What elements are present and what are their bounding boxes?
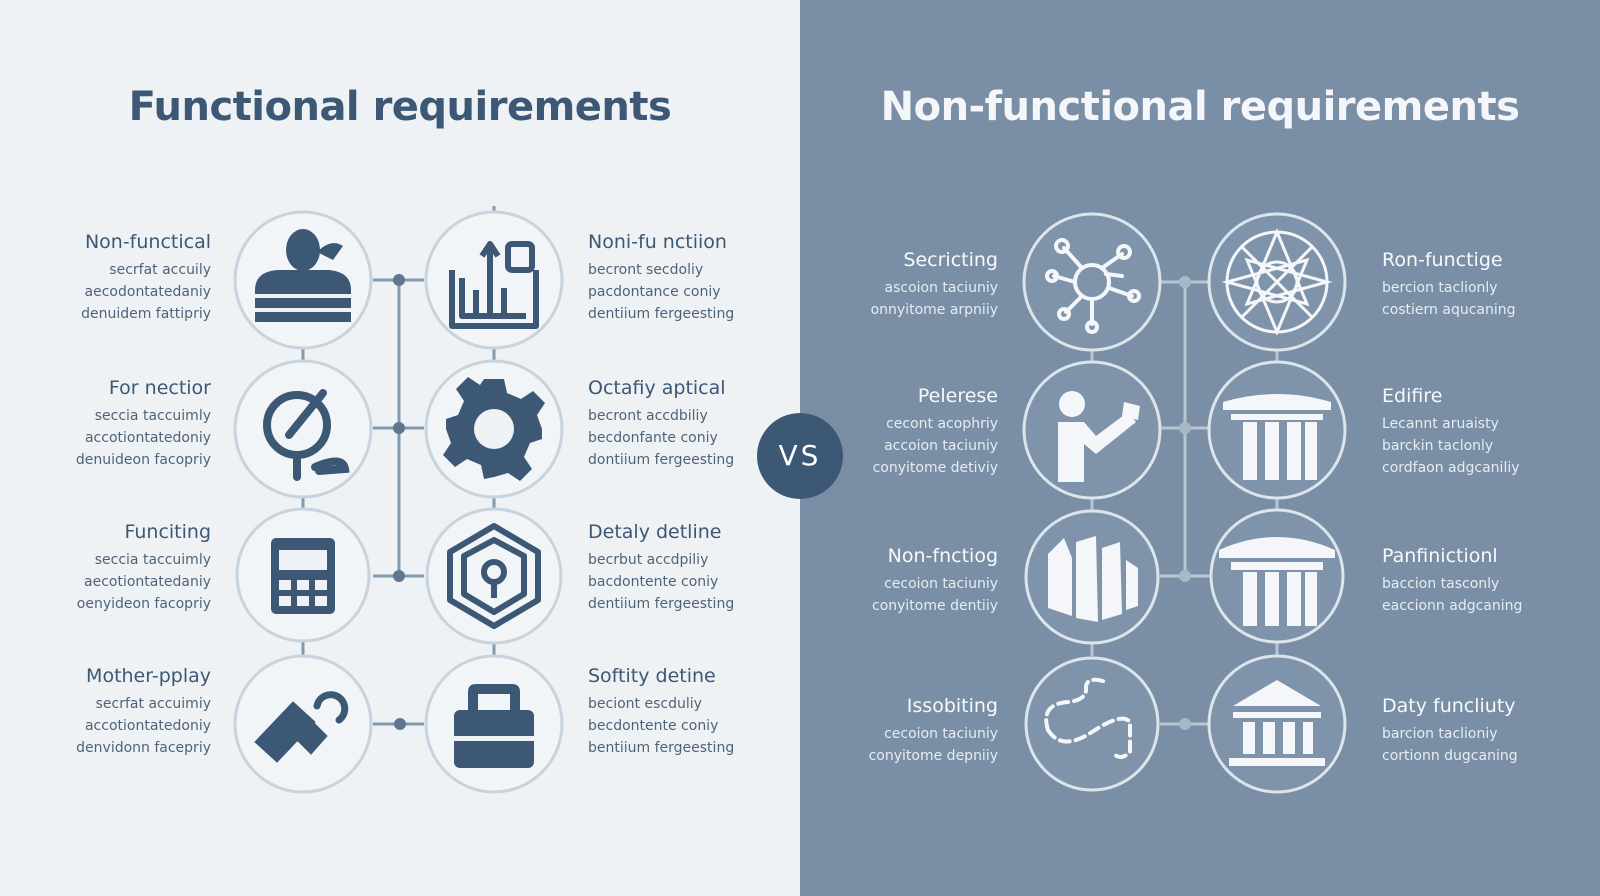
right-node-2 xyxy=(1179,422,1191,434)
label-heading: Non-fnctiog xyxy=(887,545,998,567)
label-heading: Secricting xyxy=(903,249,998,271)
right-node-3 xyxy=(1179,570,1191,582)
label-line: bacdontente coniy xyxy=(588,574,719,591)
label-heading: Edifire xyxy=(1382,385,1443,407)
label-line: cortionn dugcaning xyxy=(1382,748,1518,765)
left-inner-label-2: Octafiy aptical becront accdbiliy becdon… xyxy=(588,374,788,472)
non-functional-panel xyxy=(800,0,1600,896)
right-inner-circle-1 xyxy=(1022,212,1162,352)
label-line: becdonfante coniy xyxy=(588,430,718,447)
left-outer-circle-2 xyxy=(233,359,373,499)
left-node-2 xyxy=(393,422,405,434)
label-line: barcion taclioniy xyxy=(1382,726,1498,743)
label-line: denvidonn facepriy xyxy=(76,739,211,756)
left-node-3 xyxy=(393,570,405,582)
label-line: secrfat accuimiy xyxy=(95,696,211,713)
label-line: ascoion taciuniy xyxy=(884,280,999,297)
label-line: cecont acophriy xyxy=(886,416,998,433)
right-inner-label-4: Issobiting cecoion taciuniy conyitome de… xyxy=(798,692,998,768)
right-node-4 xyxy=(1179,718,1191,730)
left-inner-label-1: Noni-fu nctiion becront secdoliy pacdont… xyxy=(588,228,788,326)
label-line: baccion tasconly xyxy=(1382,576,1500,593)
label-line: pacdontance coniy xyxy=(588,284,721,301)
label-heading: Issobiting xyxy=(906,695,998,717)
label-line: denuideon facopriy xyxy=(75,451,211,468)
label-line: cecoion taciuniy xyxy=(884,726,998,743)
label-line: conyitome dentiiy xyxy=(872,598,998,615)
left-inner-label-3: Detaly detline becrbut accdpiliy bacdont… xyxy=(588,518,788,616)
label-heading: Panfinictionl xyxy=(1382,545,1498,567)
left-inner-label-4: Softity detine beciont escduliy becdonte… xyxy=(588,662,788,760)
label-line: seccia taccuimly xyxy=(94,408,211,425)
left-outer-label-1: Non-functical secrfat accuily aecodontat… xyxy=(11,228,211,326)
label-heading: Pelerese xyxy=(917,385,998,407)
right-connectors xyxy=(1090,280,1279,726)
right-outer-label-4: Daty funcliuty barcion taclioniy cortion… xyxy=(1382,692,1582,768)
label-heading: Funciting xyxy=(124,521,211,543)
label-line: aecodontatedaniy xyxy=(84,284,211,301)
functional-title: Functional requirements xyxy=(128,84,672,130)
label-line: denuidem fattipriy xyxy=(81,305,211,322)
label-line: accotiontatedoniy xyxy=(84,718,211,735)
label-heading: Noni-fu nctiion xyxy=(588,231,727,253)
left-node-4 xyxy=(394,718,406,730)
right-inner-label-1: Secricting ascoion taciuniy onnyitome ar… xyxy=(798,246,998,322)
label-line: costiern aqucaning xyxy=(1382,302,1516,319)
label-line: cecoion taciuniy xyxy=(884,576,998,593)
label-line: eaccionn adgcaning xyxy=(1382,598,1523,615)
label-line: barckin taclonly xyxy=(1382,438,1494,455)
right-inner-circle-2 xyxy=(1022,360,1162,500)
left-node-1 xyxy=(393,274,405,286)
label-line: accotiontatedoniy xyxy=(84,430,211,447)
label-line: dontiium fergeesting xyxy=(588,451,735,468)
label-line: becront secdoliy xyxy=(588,262,704,279)
right-outer-label-2: Edifire Lecannt aruaisty barckin taclonl… xyxy=(1382,382,1582,480)
left-outer-label-4: Mother-pplay secrfat accuimiy accotionta… xyxy=(11,662,211,760)
device-icon xyxy=(271,538,335,614)
label-line: conyitome depniiy xyxy=(868,748,998,765)
right-inner-label-2: Pelerese cecont acophriy accoion taciuni… xyxy=(798,382,998,480)
label-line: secrfat accuily xyxy=(109,262,211,279)
label-line: cordfaon adgcaniliy xyxy=(1382,459,1520,476)
right-inner-label-3: Non-fnctiog cecoion taciuniy conyitome d… xyxy=(798,542,998,618)
label-line: bercion taclionly xyxy=(1382,280,1498,297)
label-heading: Octafiy aptical xyxy=(588,377,726,399)
label-line: bentiium fergeesting xyxy=(588,739,735,756)
left-outer-label-3: Funciting seccia taccuimly aecotiontated… xyxy=(11,518,211,616)
right-outer-circle-4 xyxy=(1207,654,1347,794)
left-outer-label-2: For nectior seccia taccuimly accotiontat… xyxy=(11,374,211,472)
right-outer-label-1: Ron-functige bercion taclionly costiern … xyxy=(1382,246,1582,322)
label-line: becront accdbiliy xyxy=(588,408,708,425)
label-line: onnyitome arpniiy xyxy=(870,302,998,319)
label-line: conyitome detiviy xyxy=(872,459,998,476)
right-node-1 xyxy=(1179,276,1191,288)
label-heading: Non-functical xyxy=(84,231,211,253)
label-line: dentiium fergeesting xyxy=(588,305,735,322)
label-line: dentiium fergeesting xyxy=(588,595,735,612)
label-heading: Softity detine xyxy=(588,665,716,687)
non-functional-title: Non-functional requirements xyxy=(880,84,1520,130)
right-outer-label-3: Panfinictionl baccion tasconly eaccionn … xyxy=(1382,542,1582,618)
label-line: becrbut accdpiliy xyxy=(588,552,709,569)
label-line: oenyideon facopriy xyxy=(76,595,211,612)
label-line: accoion taciuniy xyxy=(884,438,998,455)
label-line: aecotiontatedaniy xyxy=(84,574,211,591)
vs-badge: VS xyxy=(757,413,843,499)
label-line: beciont escduliy xyxy=(588,696,702,713)
label-line: becdontente coniy xyxy=(588,718,719,735)
label-heading: Detaly detline xyxy=(588,521,722,543)
label-heading: For nectior xyxy=(108,377,211,399)
label-heading: Mother-pplay xyxy=(86,665,211,687)
label-heading: Daty funcliuty xyxy=(1382,695,1516,717)
label-line: Lecannt aruaisty xyxy=(1382,416,1499,433)
label-heading: Ron-functige xyxy=(1382,249,1503,271)
label-line: seccia taccuimly xyxy=(94,552,211,569)
